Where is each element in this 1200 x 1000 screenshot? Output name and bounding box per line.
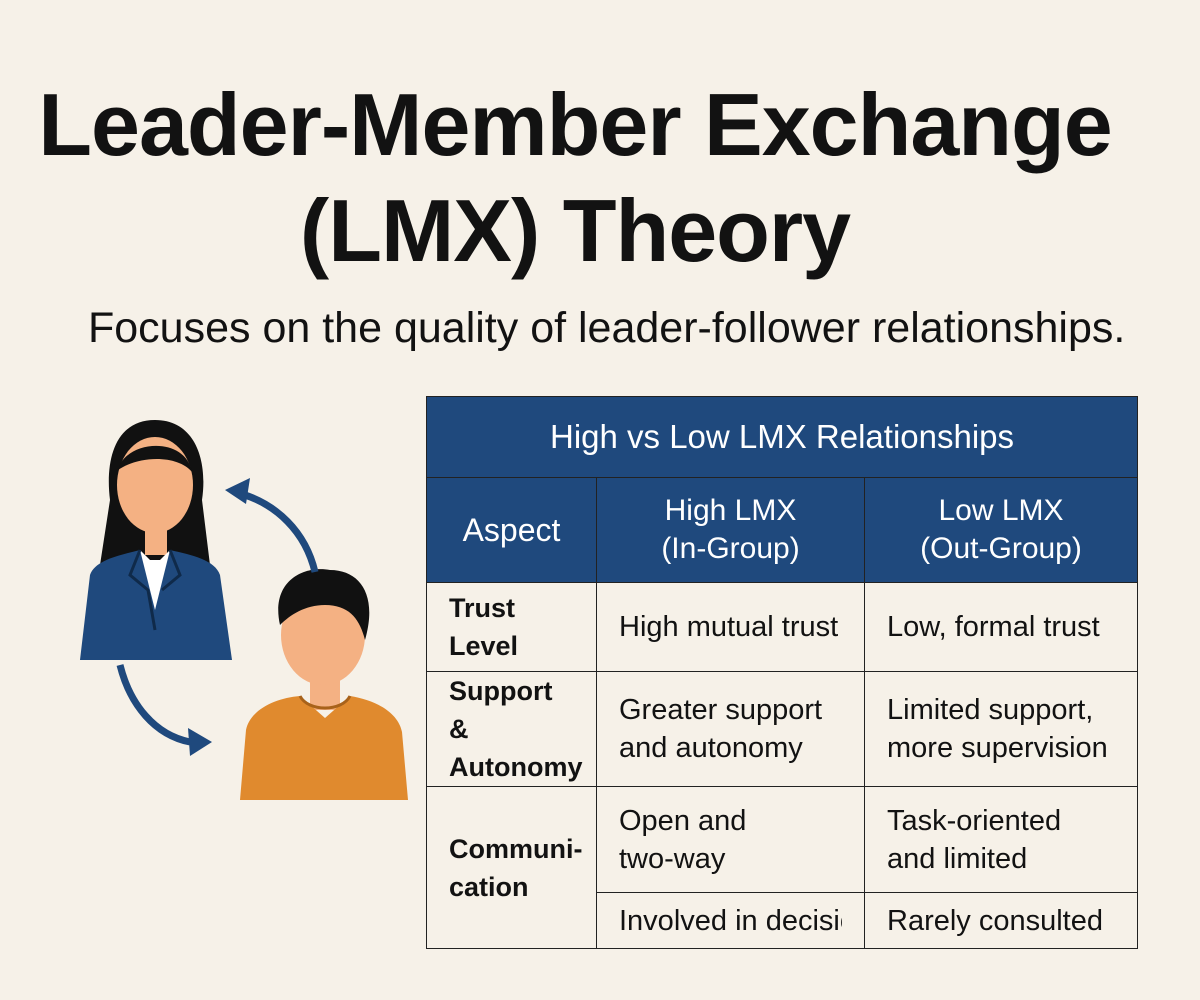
aspect-line: Communi- — [449, 833, 583, 864]
curved-arrow-icon — [116, 478, 319, 756]
table-caption: High vs Low LMX Relationships — [425, 396, 1139, 478]
low-lmx-cell: Low, formal trust — [863, 582, 1139, 672]
low-lmx-cell: Rarely consulted — [863, 892, 1139, 949]
cell-line: Involved in decision- — [619, 904, 842, 937]
table-row: Trust Level High mutual trust Low, forma… — [426, 582, 1139, 672]
aspect-cell: Trust Level — [426, 582, 597, 672]
aspect-line: cation — [449, 871, 529, 902]
title-line-2: (LMX) Theory — [299, 181, 851, 280]
leader-follower-illustration — [80, 420, 408, 800]
header-low-line-1: Low LMX — [938, 494, 1064, 527]
aspect-line: Autonomy — [449, 752, 583, 782]
header-high-line-2: (In-Group) — [661, 532, 800, 565]
cell-line: Task-oriented — [887, 804, 1062, 837]
table-caption-row: High vs Low LMX Relationships — [425, 396, 1139, 478]
aspect-cell: Communi- cation — [426, 786, 597, 949]
high-lmx-cell: Greater support and autonomy — [596, 671, 865, 787]
high-lmx-cell: Open and two-way — [596, 786, 865, 893]
table-header-row: Aspect High LMX (In-Group) Low LMX (Out-… — [426, 477, 1139, 583]
low-lmx-cell: Limited support, more supervision — [863, 671, 1139, 787]
subtitle: Focuses on the quality of leader-followe… — [88, 304, 1126, 352]
follower-man-icon — [240, 569, 408, 800]
cell-line: Low, formal trust — [887, 611, 1100, 643]
cell-line: and autonomy — [619, 732, 803, 764]
header-low-line-2: (Out-Group) — [920, 532, 1082, 565]
title-line-1: Leader-Member Exchange — [38, 75, 1113, 174]
cell-line: Open and — [619, 804, 747, 837]
lmx-comparison-table: High vs Low LMX Relationships Aspect Hig… — [425, 396, 1139, 949]
low-lmx-cell: Task-oriented and limited — [863, 786, 1139, 893]
cell-line: two-way — [619, 842, 726, 875]
header-low-lmx: Low LMX (Out-Group) — [863, 477, 1139, 583]
table-row: Communi- cation Open and two-way Task-or… — [426, 786, 1139, 949]
cell-line: and limited — [887, 842, 1028, 875]
high-lmx-cell: High mutual trust — [596, 582, 865, 672]
cell-line: High mutual trust — [619, 611, 839, 643]
aspect-line: Trust Level — [449, 593, 519, 661]
aspect-cell: Support & Autonomy — [426, 671, 597, 787]
cell-line: Greater support — [619, 694, 823, 726]
leader-woman-icon — [80, 420, 232, 660]
high-lmx-cell: Involved in decision- — [596, 892, 865, 949]
page-title: Leader-Member Exchange (LMX) Theory — [0, 72, 1150, 284]
cell-line: Limited support, — [887, 694, 1094, 726]
header-aspect: Aspect — [426, 477, 597, 583]
header-high-line-1: High LMX — [664, 494, 797, 527]
header-high-lmx: High LMX (In-Group) — [596, 477, 865, 583]
cell-line: Rarely consulted — [887, 904, 1103, 937]
table-row: Support & Autonomy Greater support and a… — [426, 671, 1139, 787]
table-row: Involved in decision- Rarely consulted — [427, 892, 1139, 949]
aspect-line: Support & — [449, 676, 553, 744]
cell-line: more supervision — [887, 732, 1108, 764]
